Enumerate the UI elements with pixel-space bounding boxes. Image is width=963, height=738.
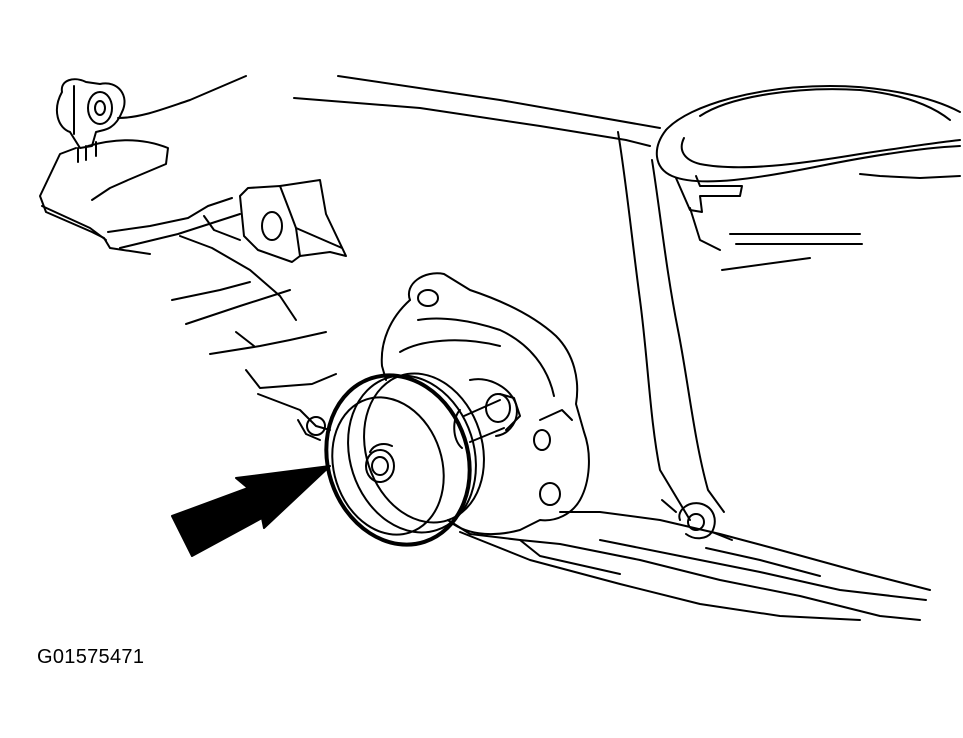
figure-id-label: G01575471: [37, 646, 145, 668]
water-pump-housing: [380, 272, 590, 536]
upper-left-bracket: [39, 75, 247, 255]
pump-shaft: [453, 399, 505, 449]
lower-rail: [245, 369, 931, 621]
engine-block-lines: [171, 75, 725, 521]
pointer-arrow: [171, 465, 331, 557]
center-tab-bracket: [203, 179, 347, 263]
upper-right-hose: [656, 85, 961, 271]
water-pump-pulley: [324, 372, 485, 547]
mounting-boss: [661, 499, 733, 541]
